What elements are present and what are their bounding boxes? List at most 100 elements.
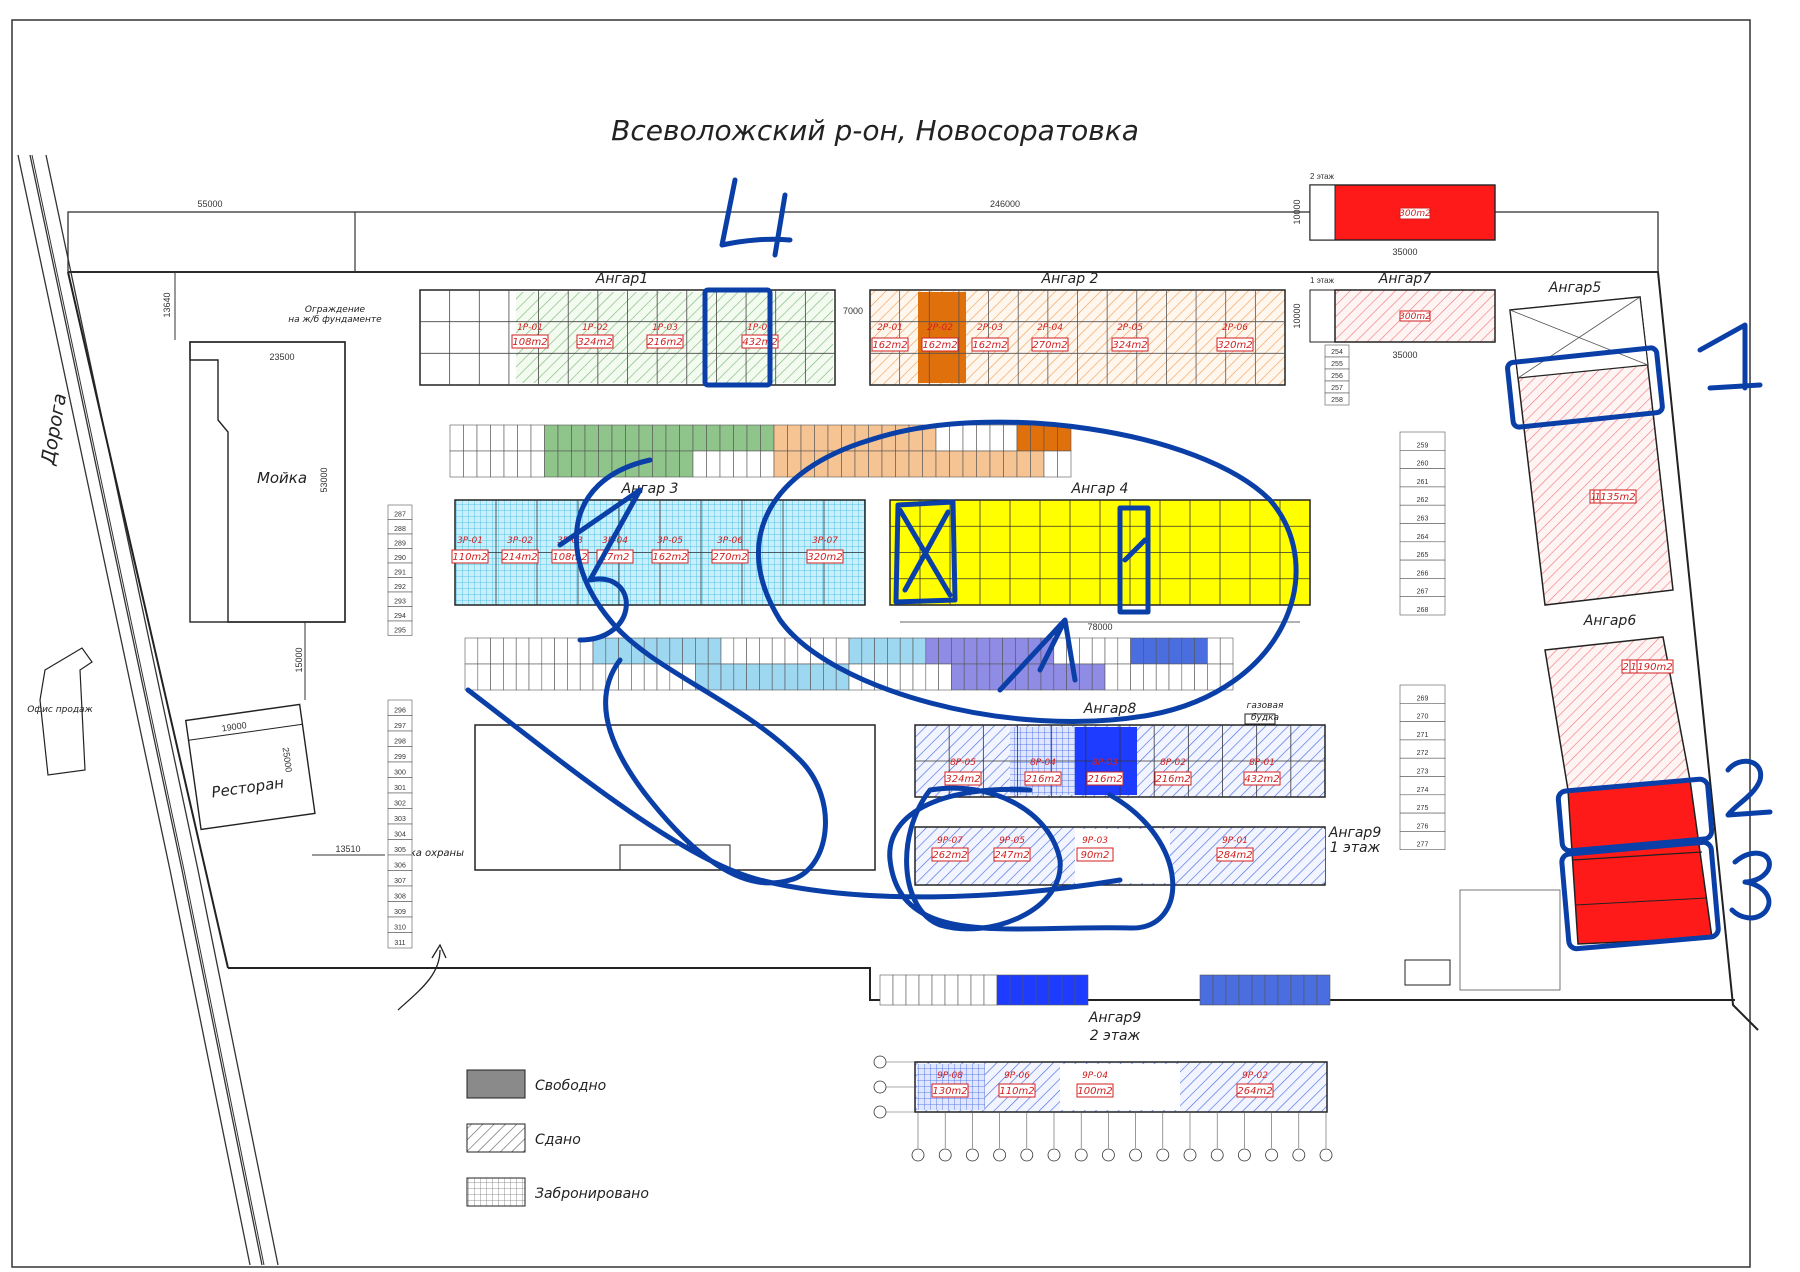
dim-25000: 25000 xyxy=(281,747,294,773)
hangar-1-name: Ангар1 xyxy=(595,271,648,287)
hand-box-h4a xyxy=(893,499,958,605)
hangar-1-unit-area: 216m2 xyxy=(647,337,682,348)
parking-number: 297 xyxy=(394,723,406,730)
hangar-6-name: Ангар6 xyxy=(1583,613,1637,629)
parking-number: 255 xyxy=(1331,361,1343,368)
parking-row-2 xyxy=(464,637,1234,691)
parking-number: 299 xyxy=(394,754,406,761)
hangar-1-unit-area-box xyxy=(646,334,684,349)
hangar-8-unit-area: 324m2 xyxy=(945,774,980,785)
small-building xyxy=(1404,959,1451,986)
drawing-frame xyxy=(11,19,1751,1268)
building-restaurant: Ресторан 19000 25000 xyxy=(184,703,316,831)
hangar-3-unit-code: 3Р-02 xyxy=(507,536,533,546)
dim-19000: 19000 xyxy=(221,720,247,733)
parking-number: 268 xyxy=(1417,607,1429,614)
hangar-8-unit-code: 8Р-01 xyxy=(1249,758,1275,768)
hangar-9f2-unit-area-box xyxy=(998,1083,1036,1098)
dim-7000: 7000 xyxy=(843,306,863,316)
hangar-9f2-unit-area: 130m2 xyxy=(932,1086,967,1097)
parking-number: 273 xyxy=(1417,769,1429,776)
hangar-8: Ангар8 газовая будка 8Р-05324m28Р-04216m… xyxy=(474,701,1326,871)
parking-number: 294 xyxy=(394,613,406,620)
hangar-2: Ангар 2 7000 2Р-01162m22Р-02162m22Р-0316… xyxy=(843,271,1286,386)
hangar-8-unit-code: 8Р-05 xyxy=(950,758,976,768)
hangar-9-name: Ангар9 xyxy=(1328,825,1382,841)
svg-text:Ресторан: Ресторан xyxy=(210,773,285,801)
hangar-9f2-unit-area: 110m2 xyxy=(999,1086,1034,1097)
parking-number: 274 xyxy=(1417,787,1429,794)
hangar-2-unit-code: 2Р-03 xyxy=(977,323,1003,333)
hangar-9-unit-area-box xyxy=(931,847,969,862)
hangar-3-unit-area-box xyxy=(501,549,539,564)
hangar-2-name: Ангар 2 xyxy=(1041,271,1099,287)
hangar-1-unit-area: 324m2 xyxy=(577,337,612,348)
legend-label-reserved: Забронировано xyxy=(535,1186,649,1202)
guard-booth-label: Будка охраны xyxy=(390,848,464,859)
parking-number: 301 xyxy=(394,785,406,792)
dim-13640: 13640 xyxy=(162,292,172,317)
hangar-1-unit-area: 432m2 xyxy=(742,337,777,348)
legend-label-rented: Сдано xyxy=(535,1132,581,1148)
hangar-1-unit-code: 1Р-02 xyxy=(582,323,608,333)
dim-10000-b: 10000 xyxy=(1292,303,1302,328)
dim-35000-a: 35000 xyxy=(1392,247,1417,257)
hangar-9f2-floor: 2 этаж xyxy=(1090,1028,1141,1044)
parking-number: 291 xyxy=(394,570,406,577)
hangar-7-area: 300m2 xyxy=(1399,312,1431,322)
parking-lot-corner xyxy=(1459,889,1561,991)
parking-number: 310 xyxy=(394,925,406,932)
hangar-9f2-unit-code: 9Р-04 xyxy=(1082,1071,1108,1081)
parking-left-b: 2962972982993003013023033043053063073083… xyxy=(387,699,413,949)
parking-number: 288 xyxy=(394,526,406,533)
hangar-7-name: Ангар7 xyxy=(1378,271,1432,287)
hand-digit-3-left xyxy=(557,487,643,643)
hand-digit-3 xyxy=(1729,850,1772,921)
dim-246000: 246000 xyxy=(990,199,1020,209)
parking-number: 276 xyxy=(1417,823,1429,830)
hangar-2-unit-area: 320m2 xyxy=(1217,340,1252,351)
parking-number: 289 xyxy=(394,541,406,548)
hangar-9f2-unit-code: 9Р-08 xyxy=(937,1071,963,1081)
hangar-5-unit-area: 135m2 xyxy=(1600,492,1635,503)
parking-number: 265 xyxy=(1417,552,1429,559)
hangar-3: Ангар 3 3Р-01110m23Р-02214m23Р-03108m23Р… xyxy=(451,481,866,606)
parking-number: 306 xyxy=(394,863,406,870)
parking-number: 259 xyxy=(1417,442,1429,449)
parking-number: 298 xyxy=(394,739,406,746)
hangar-3-unit-area-box xyxy=(451,549,489,564)
hangar-2-unit-area: 162m2 xyxy=(922,340,957,351)
hangar-3-unit-area-box xyxy=(711,549,749,564)
parking-number: 303 xyxy=(394,816,406,823)
hangar-9-unit-area: 90m2 xyxy=(1081,850,1110,861)
entrance-arrow-icon xyxy=(397,949,441,1011)
hangar-3-unit-area: 110m2 xyxy=(452,552,487,563)
hangar-8-unit-area-box xyxy=(1024,771,1062,786)
fence-note-1: Ограждение xyxy=(305,305,366,315)
parking-number: 257 xyxy=(1331,385,1343,392)
hangar-2-unit-code: 2Р-02 xyxy=(927,323,953,333)
hangar-9-unit-area: 247m2 xyxy=(994,850,1029,861)
hangar-3-unit-area: 27m2 xyxy=(601,552,630,563)
parking-number: 305 xyxy=(394,847,406,854)
dim-55000: 55000 xyxy=(197,199,222,209)
hangar-5: Ангар5 5Р-01138m25Р-02139m25Р-03135m2 xyxy=(1509,280,1674,606)
hangar-8-unit-area: 216m2 xyxy=(1087,774,1122,785)
hangar-3-unit-area: 214m2 xyxy=(502,552,537,563)
hangar-7-floor: 1 этаж xyxy=(1310,276,1335,285)
gas-booth-2: будка xyxy=(1251,713,1279,723)
hangar-6: Ангар6 6Р-01270m26Р-02125m26Р-03190m2 xyxy=(1544,613,1713,945)
hangar-1-unit-code: 1Р-03 xyxy=(652,323,678,333)
hangar-9f2-unit-area-box xyxy=(931,1083,969,1098)
hangar-2-unit-code: 2Р-06 xyxy=(1222,323,1248,333)
parking-number: 293 xyxy=(394,599,406,606)
parking-bottom xyxy=(879,974,1331,1006)
hangar-8-unit-code: 8Р-02 xyxy=(1160,758,1186,768)
hand-box-h5 xyxy=(1505,345,1665,430)
hangar-8-unit-code: 8Р-03 xyxy=(1092,758,1118,768)
hangar-8-unit-code: 8Р-04 xyxy=(1030,758,1056,768)
building-moika: Мойка 23500 53000 xyxy=(189,341,346,623)
hangar-9-floor-1: Ангар9 1 этаж 9Р-07262m29Р-05247m29Р-039… xyxy=(914,825,1382,886)
